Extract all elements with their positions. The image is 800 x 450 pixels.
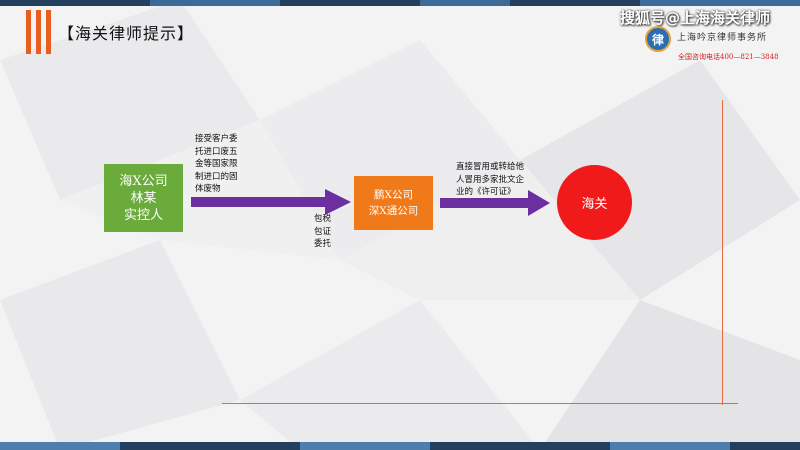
firm-name: 上海吟京律师事务所 [677, 33, 768, 43]
edge-entrust-line: 制进口的固 [195, 171, 238, 182]
edge-services-label: 包税 包证 委托 [314, 213, 331, 251]
edge-license-line: 直接冒用或转给他 [456, 162, 525, 172]
edge-services-line: 委托 [314, 239, 332, 249]
bottom-bar [0, 442, 800, 450]
edge-license-line: 人冒用多家批文企 [456, 174, 525, 185]
arrow-license [440, 190, 550, 216]
arrow-entrust [191, 189, 351, 215]
edge-entrust-line: 金等国家限 [195, 159, 238, 169]
node-customs: 海关 [557, 165, 632, 240]
node-controller-line: 实控人 [123, 207, 163, 223]
edge-services-line: 包税 [314, 214, 332, 224]
node-agent: 鹏X公司 深X通公司 [354, 176, 433, 230]
top-bar [0, 0, 800, 6]
decor-horizontal-line [222, 403, 738, 404]
accent-stripe [46, 10, 51, 54]
slide-title: 【海关律师提示】 [58, 24, 195, 43]
node-agent-line: 深X通公司 [368, 205, 419, 217]
edge-entrust-label: 接受客户委 托进口废五 金等国家限 制进口的固 体废物 [195, 133, 238, 196]
node-controller-line: 海X公司 [119, 173, 168, 189]
edge-license-label: 直接冒用或转给他 人冒用多家批文企 业的《许可证》 [456, 161, 524, 199]
node-customs-label: 海关 [581, 197, 608, 212]
edge-services-line: 包证 [314, 226, 332, 237]
accent-stripe [26, 10, 31, 54]
decor-vertical-line [722, 100, 723, 405]
firm-phone: 全国咨询电话400—821—3848 [678, 53, 779, 61]
edge-entrust-line: 接受客户委 [195, 134, 238, 144]
watermark: 搜狐号@上海海关律师 [620, 9, 771, 27]
edge-entrust-line: 托进口废五 [195, 146, 238, 157]
accent-stripe [36, 10, 41, 54]
node-controller-line: 林某 [130, 190, 157, 206]
edge-entrust-line: 体废物 [195, 184, 221, 194]
edge-license-line: 业的《许可证》 [456, 187, 516, 197]
node-agent-line: 鹏X公司 [374, 189, 413, 201]
node-controller: 海X公司 林某 实控人 [104, 164, 183, 232]
law-firm-logo-icon: 律 [645, 26, 671, 52]
